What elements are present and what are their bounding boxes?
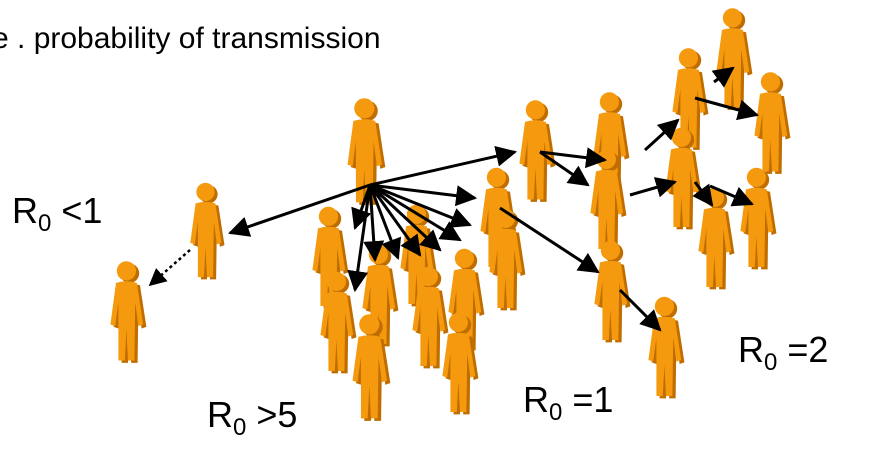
person-icon [648,296,685,399]
arrow-line [368,184,422,257]
person-icon [190,182,225,280]
arrow-line [629,177,678,198]
arrow-line [347,184,372,293]
arrow-line [369,145,518,187]
label-r0-equals-1: R0 =1 [523,379,613,426]
arrow-line [369,183,478,207]
arrow-line [363,184,385,263]
arrow-line [709,184,754,207]
svg-text:R0 <1: R0 <1 [12,190,102,237]
person-icon [716,8,753,110]
arrow-line [499,206,600,274]
svg-text:R0 =2: R0 =2 [738,329,828,376]
heading: e . probability of transmission [0,22,381,55]
arrow-line [711,66,735,88]
arrow-line [618,288,662,332]
person-icon [740,167,777,270]
person-icon [754,72,791,174]
arrow-line [369,183,462,242]
svg-text:R0 =1: R0 =1 [523,379,613,426]
arrow-line [539,147,608,169]
arrow-line [368,183,442,252]
people [110,8,791,421]
label-r0-equals-2: R0 =2 [738,329,828,376]
person-icon [519,100,556,202]
svg-text:R0 >5: R0 >5 [207,394,297,441]
transmission-arrows [148,66,760,332]
arrow-line [694,96,760,121]
arrow-line [369,183,472,228]
person-icon [110,261,147,363]
label-r0-greater-5: R0 >5 [207,394,297,441]
arrow-line [228,183,371,237]
person-icon [594,240,631,343]
arrow-line [148,249,191,287]
person-icon [698,187,735,290]
arrow-line [368,184,402,260]
arrow-line [539,150,590,187]
arrow-line [643,118,680,152]
person-icon [590,149,627,252]
label-r0-less-1: R0 <1 [12,190,102,237]
arrow-line [692,181,714,207]
